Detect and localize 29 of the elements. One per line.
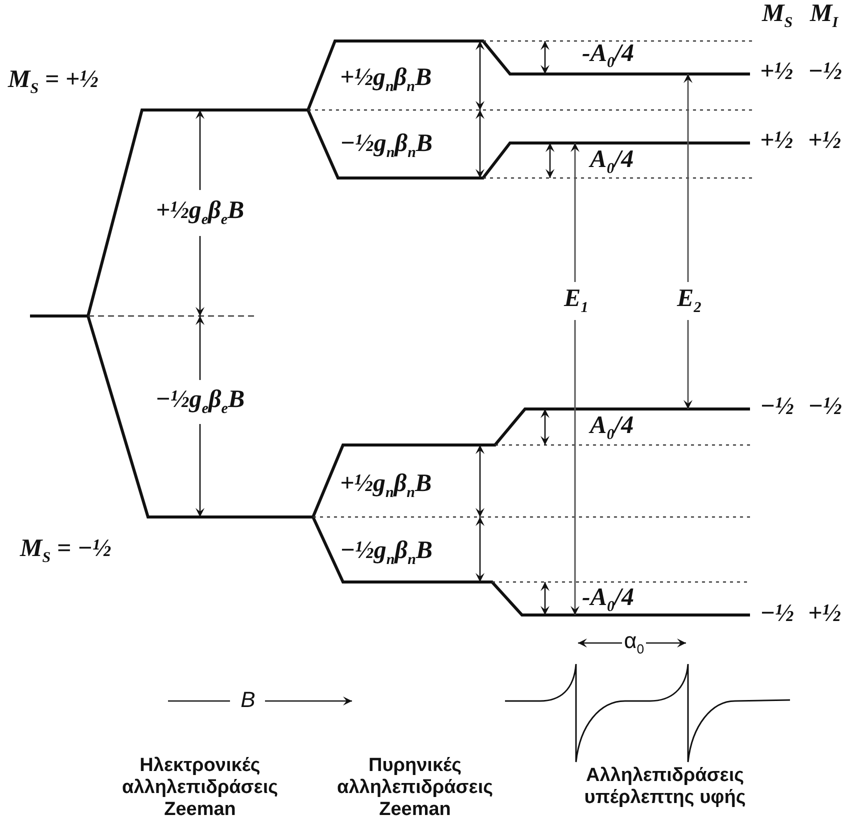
quantum-number: −½ <box>808 393 842 420</box>
energy-term: +½g$_{n}$β$_{n}$B <box>340 470 432 502</box>
quantum-number: +½ <box>808 127 841 154</box>
quantum-number-heading: M$_{S}$ <box>762 0 793 32</box>
coupling-term: -A$_{0}$/4 <box>582 584 634 616</box>
coupling-term: A$_{0}$/4 <box>590 146 634 178</box>
axis-caption: Πυρηνικές αλληλεπιδράσεις Zeeman <box>336 755 494 821</box>
quantum-number: −½ <box>808 58 842 86</box>
hyperfine-splitting-label: α$_{0}$ <box>624 629 644 657</box>
coupling-term: A$_{0}$/4 <box>590 412 634 444</box>
spin-state-label: M$_{S}$ = +½ <box>8 66 98 98</box>
energy-term: −½g$_{e}$β$_{e}$B <box>155 386 245 418</box>
quantum-number: +½ <box>760 58 793 86</box>
quantum-number: −½ <box>760 393 794 420</box>
axis-caption: Αλληλεπιδράσεις υπέρλεπτης υφής <box>583 765 747 809</box>
spin-state-label: M$_{S}$ = −½ <box>20 535 112 566</box>
quantum-number: +½ <box>808 600 841 628</box>
energy-term: −½g$_{n}$β$_{n}$B <box>340 130 433 162</box>
axis-caption: Ηλεκτρονικές αλληλεπιδράσεις Zeeman <box>121 755 279 821</box>
coupling-term: -A$_{0}$/4 <box>582 40 634 72</box>
energy-term: −½g$_{n}$β$_{n}$B <box>340 537 433 568</box>
quantum-number: −½ <box>760 600 794 628</box>
quantum-number: +½ <box>760 127 793 154</box>
energy-term: +½g$_{n}$β$_{n}$B <box>340 64 432 96</box>
energy-term: +½g$_{e}$β$_{e}$B <box>156 197 244 228</box>
quantum-number-heading: M$_{I}$ <box>810 0 838 32</box>
field-label: B <box>240 688 256 712</box>
transition-label: E$_{1}$ <box>564 285 588 316</box>
transition-label: E$_{2}$ <box>677 285 702 316</box>
